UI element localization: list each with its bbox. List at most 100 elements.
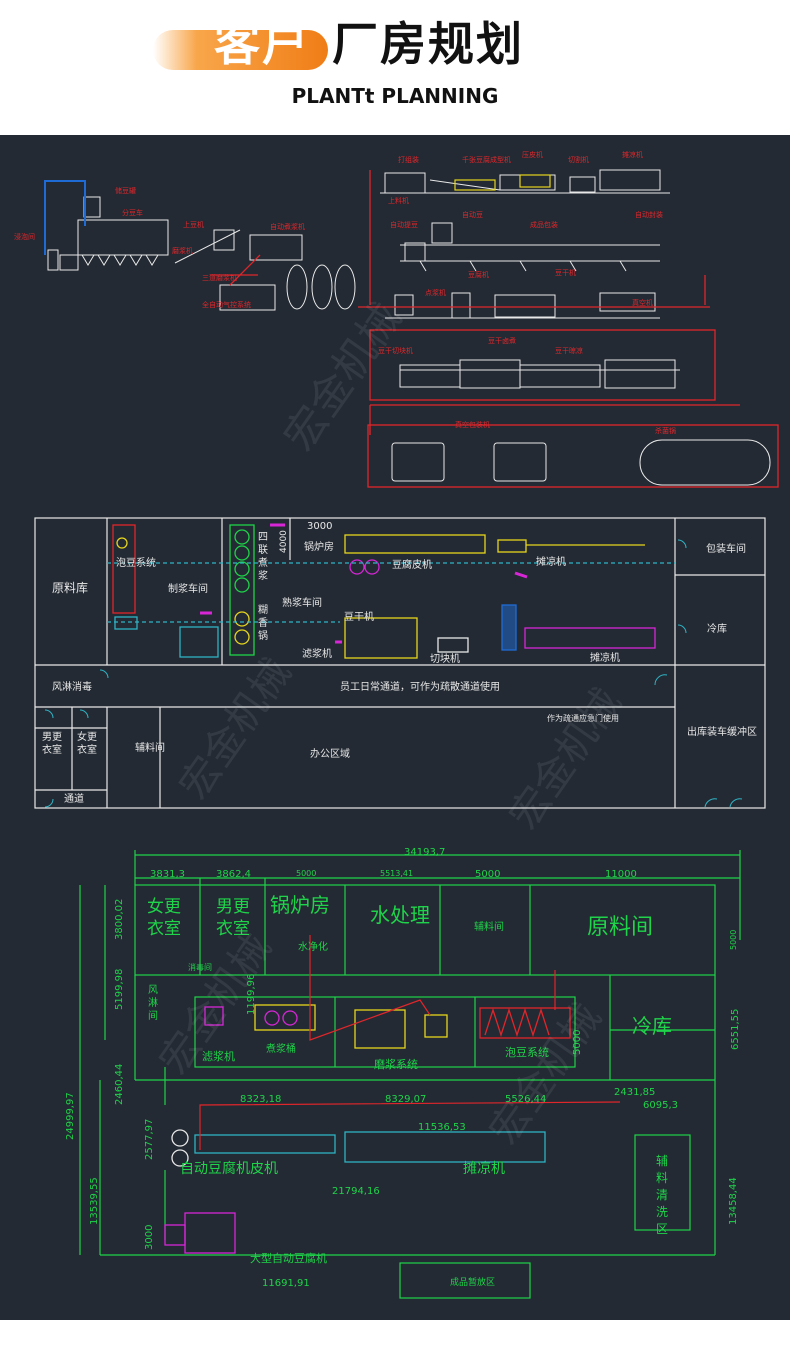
room-raw-material: 原料库 <box>52 580 88 595</box>
room-male-locker-2: 男更衣室 <box>216 897 250 939</box>
room-cooling-1: 摊凉机 <box>536 555 566 568</box>
label-soak-room: 浸泡间 <box>14 232 35 241</box>
dim-v2: 5199,98 <box>114 969 125 1010</box>
watermark-2: 宏金机械 <box>171 650 300 807</box>
room-shipping: 出库装车缓冲区 <box>687 725 757 738</box>
dim-v7: 3000 <box>144 1225 155 1250</box>
dim-d1: 3831,3 <box>150 869 185 880</box>
char: 洗 <box>656 1205 668 1219</box>
line: 男更 <box>42 731 62 743</box>
page-footer-gap <box>0 1320 790 1345</box>
watermark-1: 宏金机械 <box>274 294 411 460</box>
label-gas-ctrl: 全自动气控系统 <box>202 300 251 309</box>
char: 清 <box>656 1188 668 1202</box>
label-auto-lift: 自动提豆 <box>390 220 418 229</box>
room-soaking: 泡豆系统 <box>116 556 156 569</box>
room-male-locker: 男更衣室 <box>42 731 62 756</box>
char: 辅 <box>656 1154 668 1168</box>
dim-d2: 3862,4 <box>216 869 251 880</box>
dim-v5: 2577,97 <box>144 1119 155 1160</box>
room-aux-2: 辅料间 <box>474 920 504 933</box>
label-pack: 成品包装 <box>530 220 558 229</box>
room-shower-2: 风淋间 <box>148 984 158 1022</box>
label-qianzhang: 千张豆腐成型机 <box>462 155 511 164</box>
dim-v11: 13458,44 <box>728 1177 739 1225</box>
room-shower: 风淋消毒 <box>52 680 92 693</box>
char: 区 <box>656 1222 668 1236</box>
char: 糊 <box>258 603 268 616</box>
dim-v1: 3800,02 <box>114 899 125 940</box>
dim-v3: 24999,97 <box>65 1092 76 1140</box>
label-bean-tank: 储豆罐 <box>115 186 136 195</box>
label-coag: 点浆机 <box>425 288 446 297</box>
char: 煮 <box>258 557 268 569</box>
title-highlight <box>153 30 328 70</box>
char: 风 <box>148 984 158 996</box>
dim-total: 34193,7 <box>404 847 445 858</box>
corridor-label: 员工日常通道，可作为疏散通道使用 <box>340 680 500 693</box>
line: 衣室 <box>216 919 250 939</box>
dim-h3: 5526,44 <box>505 1094 546 1105</box>
label-sterilizer: 杀菌锅 <box>655 426 676 435</box>
line: 女更 <box>77 730 97 743</box>
room-disinfect: 消毒间 <box>188 962 212 972</box>
label-auto-bean: 自动豆 <box>462 210 483 219</box>
dim-v6: 13539,55 <box>89 1177 100 1225</box>
label-cooling: 摊凉机 <box>622 150 643 159</box>
room-dried-tofu: 豆干机 <box>344 610 374 623</box>
char: 联 <box>258 544 268 556</box>
room-tofu-skin: 豆腐皮机 <box>392 558 432 571</box>
label-cooker-2: 煮浆桶 <box>266 1042 296 1055</box>
dim-h2: 8329,07 <box>385 1094 426 1105</box>
watermark-3: 宏金机械 <box>501 680 630 837</box>
dim-4000: 4000 <box>279 530 289 553</box>
dim-h1: 8323,18 <box>240 1094 281 1105</box>
label-dried-stew: 豆干卤煮 <box>488 336 516 345</box>
floor-plan-1: 原料库 泡豆系统 制浆车间 锅炉房 3000 4000 豆腐皮机 摊凉机 包装车… <box>0 495 790 840</box>
page-title: 厂房规划 <box>332 17 524 71</box>
label-assembly: 打组装 <box>398 155 419 164</box>
room-four-cooker: 四联煮浆 <box>258 532 268 582</box>
char: 锅 <box>258 630 268 642</box>
title-highlight-text: 客户 <box>214 17 310 71</box>
room-cold-storage: 冷库 <box>707 622 727 635</box>
label-large-tofu: 大型自动豆腐机 <box>250 1251 327 1265</box>
label-vacuum-pack: 真空包装机 <box>455 420 490 429</box>
char: 浆 <box>258 569 268 582</box>
char: 四 <box>258 532 268 543</box>
dim-h4: 2431,85 <box>614 1087 655 1098</box>
dim-v8: 1199,96 <box>246 974 257 1015</box>
label-grinding: 磨浆系统 <box>374 1057 418 1071</box>
label-tofu: 豆腐机 <box>468 270 489 279</box>
room-raw: 原料间 <box>587 915 653 940</box>
dim-v12: 5000 <box>572 1030 583 1055</box>
dim-h6: 11536,53 <box>418 1122 466 1133</box>
room-boiler-2: 锅炉房 <box>270 893 330 917</box>
page-header: 客户 厂房规划 PLANTt PLANNING <box>0 0 790 135</box>
room-female-locker-2: 女更衣室 <box>147 897 181 939</box>
room-cooling-2: 摊凉机 <box>590 651 620 664</box>
label-cooker: 自动煮浆机 <box>270 222 305 231</box>
char: 间 <box>148 1009 158 1022</box>
room-cutter: 切块机 <box>430 652 460 665</box>
page-subtitle: PLANTt PLANNING <box>291 84 499 108</box>
room-pot: 糊香锅 <box>258 603 268 642</box>
room-aux-wash: 辅料清洗区 <box>656 1154 668 1236</box>
label-cooling-2: 摊凉机 <box>463 1161 505 1177</box>
label-grinder: 磨浆机 <box>172 246 193 255</box>
dim-v9: 5000 <box>729 930 738 950</box>
room-pulping: 制浆车间 <box>168 582 208 595</box>
room-boiler: 锅炉房 <box>304 540 334 553</box>
char: 淋 <box>148 996 158 1009</box>
label-filter-machine: 滤浆机 <box>202 1049 235 1063</box>
room-cold-storage-2: 冷库 <box>632 1014 672 1038</box>
room-aux: 辅料间 <box>135 741 165 754</box>
label-seal: 自动封装 <box>635 210 663 219</box>
dim-d6: 11000 <box>605 869 637 880</box>
dim-h8: 11691,91 <box>262 1278 310 1289</box>
label-loader: 上料机 <box>388 196 409 205</box>
char: 料 <box>656 1171 668 1185</box>
production-line-diagram: 储豆罐 分豆车 上豆机 浸泡间 打组装 千张豆腐成型机 压皮机 切割机 摊凉机 … <box>0 135 790 495</box>
floor-plan-1-svg: 原料库 泡豆系统 制浆车间 锅炉房 3000 4000 豆腐皮机 摊凉机 包装车… <box>34 517 766 838</box>
label-grinder3: 三道磨浆机 <box>202 273 237 282</box>
